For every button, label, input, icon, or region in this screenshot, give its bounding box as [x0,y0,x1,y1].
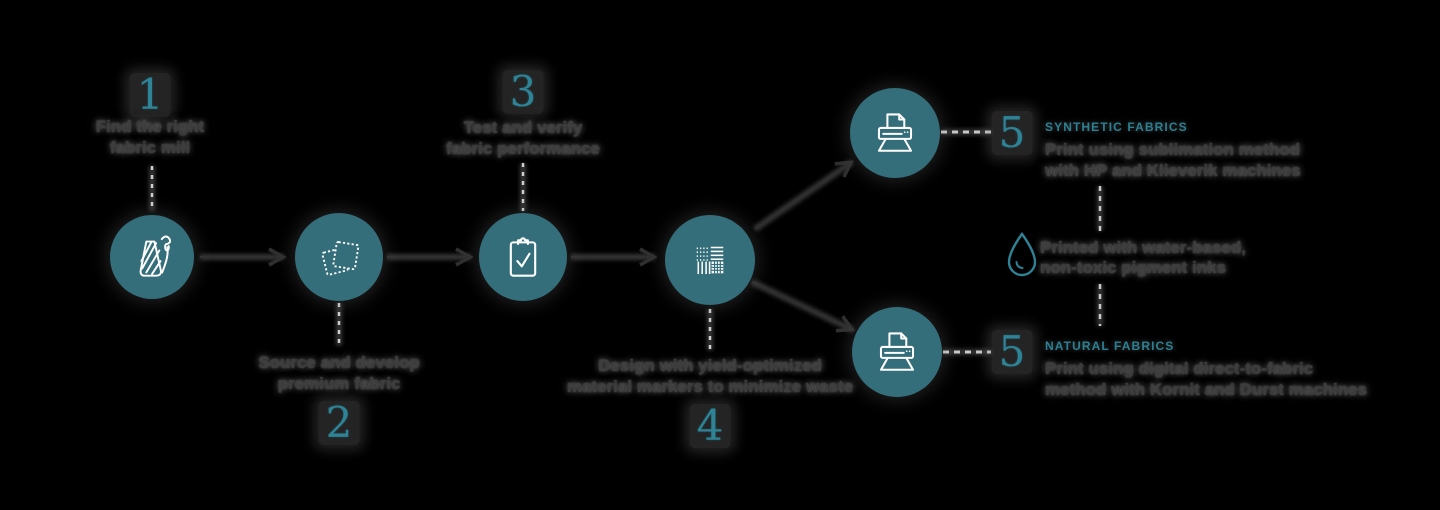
step1-number: 1 [129,73,171,117]
natural-description-line1: Print using digital direct-to-fabric [1045,359,1314,378]
natural-printer-circle [852,307,942,397]
synthetic-number: 5 [991,111,1033,155]
step4-label: Design with yield-optimized material mar… [567,355,853,397]
step4-label-line2: material markers to minimize waste [566,377,854,396]
dashed-outcome-links [941,130,1102,354]
synthetic-printer-circle [850,88,940,178]
step1-circle [110,215,194,299]
step3-label-line1: Test and verify [463,118,583,137]
synthetic-description-line2: with HP and Klieverik machines [1045,161,1301,180]
step3-circle [479,213,567,301]
clipboard-check-icon [509,237,537,277]
step1-label-line1: Find the right [95,117,205,136]
ink-note-line1: Printed with water-based, [1040,238,1246,257]
step2-label: Source and develop premium fabric [258,352,420,394]
connector-glow-underlay [149,129,1103,355]
thread-spool-needle-icon [139,235,172,277]
step2-label-line2: premium fabric [277,374,401,393]
flow-arrows [200,160,856,333]
step2-circle [295,213,383,301]
natural-heading: NATURAL FABRICS [1045,339,1175,353]
arrow-step4-synthetic [754,160,854,230]
fabric-swatches-icon [321,241,360,276]
natural-number: 5 [991,330,1033,374]
marker-grid-icon [696,246,724,275]
step3-number: 3 [502,70,544,114]
step4-number: 4 [689,404,731,448]
step1-label: Find the right fabric mill [96,116,205,158]
step3-label: Test and verify fabric performance [446,117,600,159]
ink-note-line2: non-toxic pigment inks [1040,258,1227,277]
arrow-step4-natural [751,281,856,333]
synthetic-description-line1: Print using sublimation method [1045,140,1300,159]
synthetic-description: Print using sublimation method with HP a… [1045,139,1301,181]
printer-icon [877,113,913,152]
step2-number: 2 [318,401,360,445]
ink-note: Printed with water-based, non-toxic pigm… [1040,238,1246,278]
synthetic-heading: SYNTHETIC FABRICS [1045,120,1188,134]
step3-label-line2: fabric performance [446,139,600,158]
water-drop-icon [1007,232,1037,277]
printer-icon [879,332,915,371]
step2-label-line1: Source and develop [258,353,420,372]
natural-description: Print using digital direct-to-fabric met… [1045,358,1367,400]
step4-label-line1: Design with yield-optimized [598,356,822,375]
natural-description-line2: method with Kornit and Durst machines [1045,380,1368,399]
step1-label-line2: fabric mill [109,138,191,157]
dashed-connectors [150,163,712,351]
step4-circle [665,215,755,305]
